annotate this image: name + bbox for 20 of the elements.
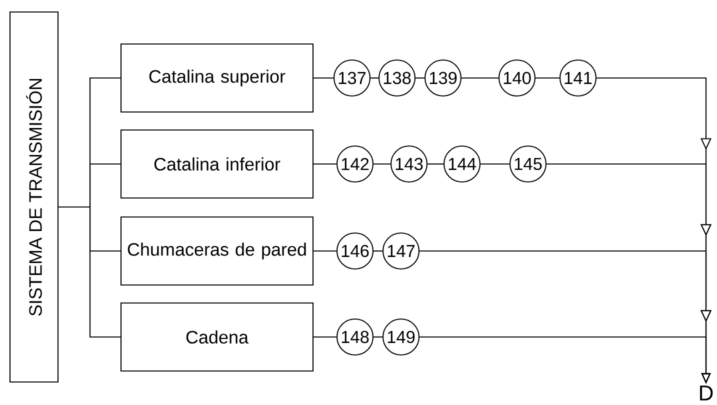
connector-line [314,336,336,338]
component-box: Catalina superior [120,43,314,113]
connector-line [374,336,382,338]
connector-line [416,77,424,79]
connector-line [314,250,336,252]
connector-line [370,77,378,79]
root-box: SISTEMA DE TRANSMISIÓN [9,11,59,383]
connector-line [428,163,444,165]
connector-line [374,250,382,252]
connector-line [58,206,120,338]
connector-line [536,77,560,79]
component-box: Catalina inferior [120,129,314,199]
connector-line [374,163,390,165]
connector-line [480,163,510,165]
connector-line [462,77,498,79]
connector-line [314,163,336,165]
end-label: D [700,386,713,400]
component-box: Cadena [120,302,314,372]
component-box: Chumaceras de pared [120,216,314,286]
connector-line [314,77,334,79]
